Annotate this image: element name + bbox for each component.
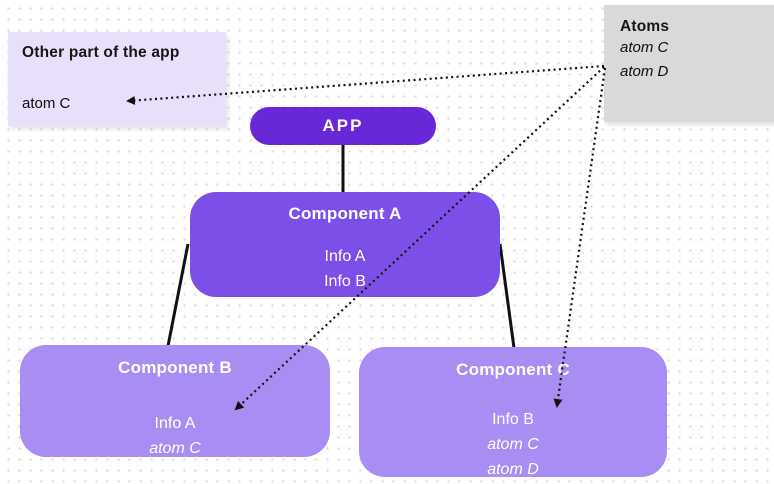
other-part-atom-c: atom C	[22, 95, 71, 112]
other-part-box: Other part of the app atom C	[8, 32, 226, 126]
component-b-info-a: Info A	[154, 415, 196, 432]
component-c-atom-d: atom D	[487, 461, 539, 478]
component-a-body: Info A Info B	[190, 244, 500, 294]
component-c-body: Info B atom C atom D	[359, 407, 667, 482]
atoms-box: Atoms atom C atom D	[604, 5, 774, 122]
component-a-info-b: Info B	[324, 273, 366, 290]
connector-component-a-to-c	[498, 243, 516, 349]
app-node-label: APP	[322, 116, 364, 135]
component-b-title: Component B	[118, 358, 232, 377]
component-b-body: Info A atom C	[20, 411, 330, 461]
atoms-title: Atoms	[620, 18, 670, 35]
component-c-node: Component C Info B atom C atom D	[359, 347, 667, 478]
component-c-info-b: Info B	[492, 411, 534, 428]
component-b-node: Component B Info A atom C	[20, 345, 330, 457]
component-a-title: Component A	[288, 204, 402, 223]
atoms-item-atom-c: atom C	[620, 39, 669, 56]
atoms-item-atom-d: atom D	[620, 63, 669, 80]
component-a-info-a: Info A	[324, 248, 366, 265]
component-c-title: Component C	[456, 360, 570, 379]
other-part-title: Other part of the app	[22, 44, 180, 61]
component-a-node: Component A Info A Info B	[190, 192, 500, 297]
component-c-atom-c: atom C	[487, 436, 539, 453]
app-node: APP	[250, 107, 436, 145]
connector-component-a-to-b	[166, 243, 190, 347]
component-b-atom-c: atom C	[149, 440, 201, 457]
